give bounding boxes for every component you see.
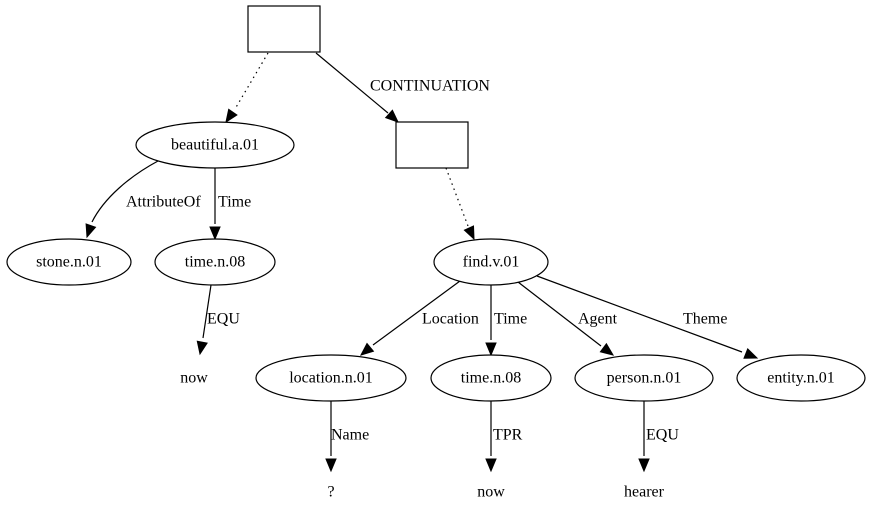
edge-label-time: Time [218,194,251,211]
drs-box [395,121,469,169]
node-location: location.n.01 [255,354,407,402]
edge-label-attributeof: AttributeOf [126,194,201,211]
node-label-now: now [477,484,505,501]
edge-beautiful-to-stone: AttributeOf [85,160,201,239]
node-ellipse [430,354,552,402]
edge-label-equ: EQU [207,311,240,328]
edge-line [315,52,389,114]
edge-line [234,52,269,110]
arrow-head [743,348,759,359]
edge-find-to-person: Agent [517,281,618,356]
node-label-now: now [180,370,208,387]
node-label-: ? [327,484,334,501]
arrow-head [485,458,497,473]
node-label-time-n-08: time.n.08 [461,370,521,387]
node-hearer: hearer [624,484,665,501]
node-box2 [395,121,469,169]
edge-label-name: Name [331,427,369,444]
edge-line [445,167,469,227]
edge-find-to-location: Location [360,280,479,356]
arrow-head [196,340,208,356]
drs-box [247,5,321,53]
nodes-layer: beautiful.a.01 stone.n.01 time.n.08 find.v.… [6,5,866,501]
node-ellipse [135,121,295,169]
edge-line [91,160,159,223]
edge-time2-to-now2: TPR [485,401,523,473]
edge-beautiful-to-time1: Time [209,168,251,241]
edge-line [372,280,461,346]
edge-find-to-entity: Theme [536,275,759,359]
arrow-head [209,226,221,241]
node-now2: now [477,484,505,501]
node-ellipse [154,238,276,286]
edge-box1-to-beautiful [225,52,269,124]
edge-box1-to-box2: CONTINUATION [315,52,490,123]
arrow-head [85,223,97,239]
arrow-head [360,342,375,356]
arrow-head [485,342,497,357]
node-label-time-n-08: time.n.08 [185,254,245,271]
edge-label-equ: EQU [646,427,679,444]
edge-label-time: Time [494,311,527,328]
node-ellipse [433,238,549,286]
node-label-find-v-01: find.v.01 [463,254,520,271]
arrow-head [384,109,399,123]
node-ellipse [6,238,132,286]
arrow-head [225,108,238,124]
node-entity: entity.n.01 [736,354,866,402]
node-ellipse [574,354,714,402]
node-time1: time.n.08 [154,238,276,286]
node-ellipse [736,354,866,402]
edge-label-location: Location [422,311,479,328]
edge-line [517,281,602,347]
edge-time1-to-now1: EQU [196,284,240,356]
node-label-hearer: hearer [624,484,665,501]
edge-label-continuation: CONTINUATION [370,78,490,95]
edge-label-tpr: TPR [493,427,523,444]
edge-person-to-hearer: EQU [638,401,679,473]
edge-location-to-question: Name [325,401,369,473]
arrow-head [463,225,475,241]
node-now1: now [180,370,208,387]
node-label-entity-n-01: entity.n.01 [767,370,834,387]
edge-box2-to-find [445,167,475,241]
node-question: ? [327,484,334,501]
node-time2: time.n.08 [430,354,552,402]
arrow-head [599,342,615,356]
node-label-person-n-01: person.n.01 [607,370,682,387]
node-find: find.v.01 [433,238,549,286]
edge-line [202,284,212,339]
node-label-stone-n-01: stone.n.01 [36,254,102,271]
node-beautiful: beautiful.a.01 [135,121,295,169]
edge-label-theme: Theme [683,311,727,328]
node-stone: stone.n.01 [6,238,132,286]
node-label-location-n-01: location.n.01 [289,370,373,387]
node-label-beautiful-a-01: beautiful.a.01 [171,137,259,154]
node-box1 [247,5,321,53]
edge-line [536,275,743,353]
edge-find-to-time2: Time [485,285,527,357]
node-person: person.n.01 [574,354,714,402]
arrow-head [325,458,337,473]
node-ellipse [255,354,407,402]
edge-label-agent: Agent [578,311,618,328]
arrow-head [638,458,650,473]
